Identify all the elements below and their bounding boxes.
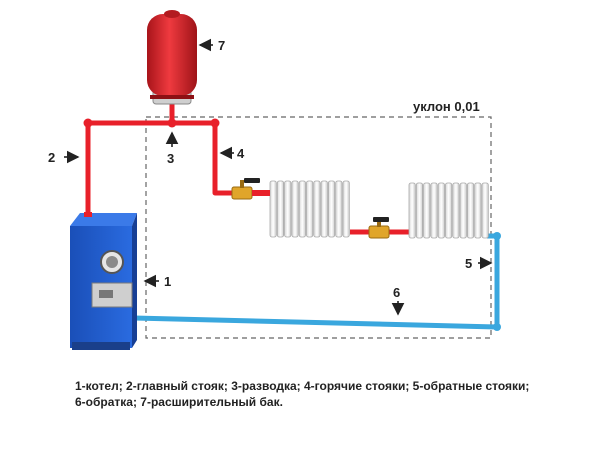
slope-label: уклон 0,01 xyxy=(413,99,480,114)
radiator-section xyxy=(306,180,314,238)
radiator-section xyxy=(423,182,431,239)
label-return-risers: 5 xyxy=(465,256,472,271)
radiator-section xyxy=(313,180,321,238)
radiator-section xyxy=(452,182,460,239)
radiator-section xyxy=(430,182,438,239)
radiator-section xyxy=(459,182,467,239)
radiator-section xyxy=(320,180,328,238)
radiator-section xyxy=(276,180,284,238)
boiler-icon xyxy=(70,212,137,350)
radiator-section xyxy=(466,182,475,239)
label-return-line: 6 xyxy=(393,285,400,300)
radiator-icon xyxy=(408,182,489,239)
expansion-tank-icon xyxy=(147,10,197,105)
legend-line-1: 1-котел; 2-главный стояк; 3-разводка; 4-… xyxy=(75,379,530,393)
legend-caption: 1-котел; 2-главный стояк; 3-разводка; 4-… xyxy=(75,378,575,410)
radiator-section xyxy=(415,182,423,239)
main-riser-pipe xyxy=(85,120,232,214)
radiator-section xyxy=(474,182,482,239)
radiator-icon xyxy=(269,180,350,238)
radiator-section xyxy=(335,180,343,238)
ball-valve-icon xyxy=(368,217,390,239)
radiator-section xyxy=(269,180,277,238)
radiator-section xyxy=(342,180,350,238)
radiator-section xyxy=(291,180,299,238)
label-expansion-tank: 7 xyxy=(218,38,225,53)
label-main-riser: 2 xyxy=(48,150,55,165)
slope-outline xyxy=(145,116,492,339)
radiator-section xyxy=(437,182,445,239)
radiator-section xyxy=(408,182,416,239)
label-distribution: 3 xyxy=(167,151,174,166)
radiator-section xyxy=(284,180,292,238)
legend-line-2: 6-обратка; 7-расширительный бак. xyxy=(75,395,283,409)
radiator-section xyxy=(298,180,306,238)
radiator-section xyxy=(327,180,336,238)
ball-valve-icon xyxy=(231,178,270,200)
radiator-section xyxy=(481,182,489,239)
label-hot-risers: 4 xyxy=(237,146,245,161)
return-pipe xyxy=(133,233,500,330)
label-boiler: 1 xyxy=(164,274,171,289)
radiator-section xyxy=(445,182,453,239)
